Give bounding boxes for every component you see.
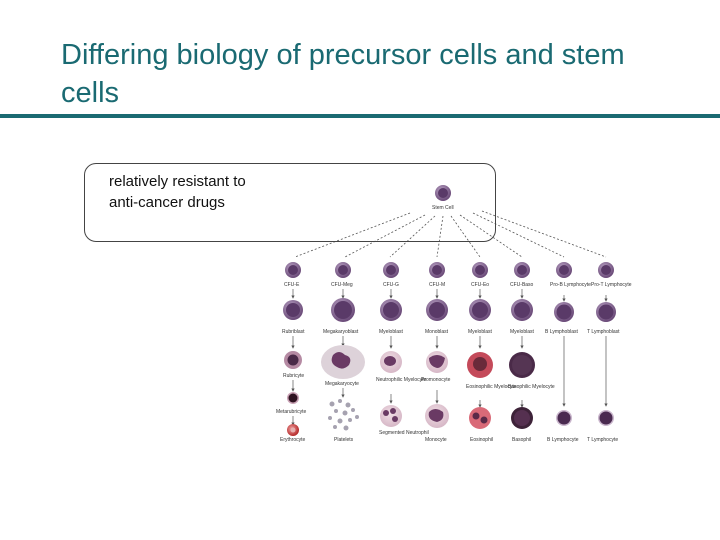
- stage-label: Segmented Neutrophil: [379, 430, 429, 436]
- stage-label: Eosinophilic Myelocyte: [466, 384, 517, 390]
- title-divider: [0, 114, 720, 118]
- stage-label: Platelets: [334, 437, 354, 443]
- column-label: CFU-M: [429, 282, 445, 288]
- column-label: Pro-T Lymphocyte: [591, 282, 632, 288]
- column-pro-t: Pro-T Lymphocyte T Lymphoblast T Lymphoc…: [587, 262, 632, 443]
- stage-label: Monocyte: [425, 437, 447, 443]
- stage-label: Myeloblast: [468, 329, 493, 335]
- stage-label: B Lymphocyte: [547, 437, 579, 443]
- stage-label: Metarubricyte: [276, 409, 307, 415]
- callout-text-content: relatively resistant to anti-cancer drug…: [109, 173, 246, 211]
- column-cfu-e: CFU-E Rubriblast Rubricyte Metarubricyte…: [276, 262, 307, 443]
- column-cfu-m: CFU-M Monoblast Promonocyte Monocyte: [421, 262, 451, 443]
- stage-label: Myeloblast: [379, 329, 404, 335]
- column-label: CFU-Baso: [510, 282, 534, 288]
- stage-label: Monoblast: [425, 329, 449, 335]
- stage-label: Neutrophilic Myelocyte: [376, 377, 427, 383]
- stage-label: Megakaryoblast: [323, 329, 359, 335]
- stem-cell: Stem Cell: [432, 185, 454, 211]
- stage-label: Erythrocyte: [280, 437, 306, 443]
- callout-text: relatively resistant to anti-cancer drug…: [109, 171, 274, 213]
- stage-label: Rubriblast: [282, 329, 305, 335]
- stage-label: Rubricyte: [283, 373, 304, 379]
- column-cfu-baso: CFU-Baso Myeloblast Basophilic Myelocyte…: [508, 262, 555, 443]
- column-cfu-meg: CFU-Meg Megakaryoblast Megakaryocyte Pla…: [321, 262, 365, 443]
- stage-label: Eosinophil: [470, 437, 493, 443]
- column-label: CFU-Meg: [331, 282, 353, 288]
- column-cfu-g: CFU-G Myeloblast Neutrophilic Myelocyte …: [376, 262, 429, 436]
- stage-label: T Lymphoblast: [587, 329, 620, 335]
- stage-label: Basophil: [512, 437, 531, 443]
- column-cfu-eo: CFU-Eo Myeloblast Eosinophilic Myelocyte…: [466, 262, 517, 443]
- stage-label: Myeloblast: [510, 329, 535, 335]
- stage-label: Megakaryocyte: [325, 381, 359, 387]
- stage-label: Promonocyte: [421, 377, 451, 383]
- column-pro-b: Pro-B Lymphocyte B Lymphoblast B Lymphoc…: [545, 262, 591, 443]
- stem-cell-label: Stem Cell: [432, 205, 454, 211]
- slide-title: Differing biology of precursor cells and…: [61, 39, 625, 109]
- callout-box: [84, 163, 496, 242]
- column-label: CFU-E: [284, 282, 300, 288]
- stage-label: T Lymphocyte: [587, 437, 618, 443]
- stage-label: Basophilic Myelocyte: [508, 384, 555, 390]
- stage-label: B Lymphoblast: [545, 329, 578, 335]
- column-label: CFU-Eo: [471, 282, 489, 288]
- column-label: CFU-G: [383, 282, 399, 288]
- column-label: Pro-B Lymphocyte: [550, 282, 591, 288]
